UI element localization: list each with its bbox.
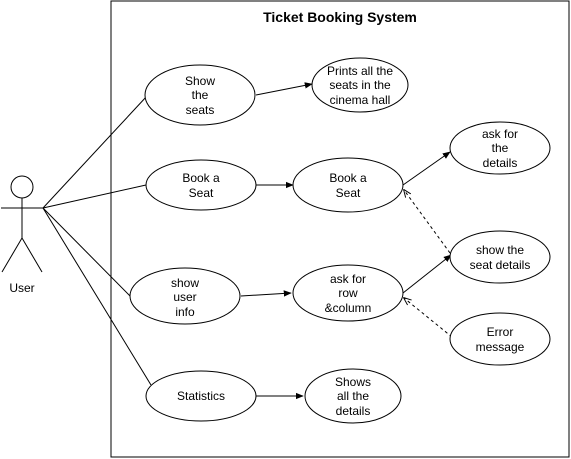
use-case-label-line: seat details: [470, 258, 531, 272]
use-case-book-seat-1: Book a Seat: [145, 159, 257, 211]
association-show-seats: [42, 95, 148, 209]
use-case-statistics: Statistics: [145, 370, 257, 422]
actor-head: [10, 175, 34, 199]
use-case-label-line: Book a: [182, 171, 220, 185]
use-case-show-user-info: show user info: [129, 267, 241, 325]
use-case-label-line: seats: [186, 103, 215, 117]
use-case-label-line: Shows: [335, 375, 371, 389]
actor-user: User: [1, 175, 43, 295]
use-case-label-line: the: [192, 88, 209, 102]
use-case-label-line: Book a: [329, 171, 367, 185]
dashed-error-to-ask-row: [404, 298, 453, 338]
use-case-label-line: &column: [325, 301, 372, 315]
use-case-label-line: ask for: [482, 127, 518, 141]
use-case-label-line: details: [336, 404, 371, 418]
arrow-show-info-to-ask-row: [240, 290, 292, 297]
use-case-book-seat-2: Book a Seat: [292, 157, 404, 213]
use-case-show-seat-details: show the seat details: [449, 230, 551, 284]
use-case-label-line: Seat: [189, 186, 214, 200]
use-case-label-line: show the: [476, 243, 524, 257]
use-case-label-line: cinema hall: [330, 93, 391, 107]
use-case-label-line: message: [476, 340, 525, 354]
association-show-user-info: [42, 207, 133, 299]
use-case-label-line: Show: [185, 74, 215, 88]
use-case-error-message: Error message: [449, 312, 551, 366]
use-case-show-seats: Show the seats: [144, 64, 256, 126]
system-title: Ticket Booking System: [263, 9, 417, 25]
use-case-label-line: the: [492, 141, 509, 155]
use-case-ask-row-column: ask for row &column: [292, 264, 404, 322]
use-case-label-line: all the: [337, 389, 369, 403]
actor-right-leg: [21, 237, 43, 273]
use-case-label-line: Statistics: [177, 389, 225, 403]
association-statistics: [42, 207, 152, 386]
arrow-show-seats-to-prints: [255, 82, 313, 96]
use-case-label-line: Prints all the: [327, 64, 393, 78]
use-case-prints-seats: Prints all the seats in the cinema hall: [311, 57, 409, 113]
use-case-label-line: Error: [487, 325, 514, 339]
use-case-label-line: user: [173, 290, 196, 304]
use-case-label-line: details: [483, 156, 518, 170]
use-case-label-line: row: [338, 286, 358, 300]
use-case-label-line: show: [171, 276, 199, 290]
association-book-seat: [42, 184, 147, 209]
use-case-label-line: seats in the: [329, 78, 391, 92]
use-case-shows-details: Shows all the details: [304, 368, 402, 424]
actor-label: User: [9, 281, 34, 295]
use-case-label-line: info: [175, 305, 195, 319]
use-case-ask-details: ask for the details: [449, 121, 551, 175]
arrow-book-seat-to-ask-details: [402, 151, 451, 186]
use-case-label-line: ask for: [330, 272, 366, 286]
use-case-label-line: Seat: [336, 186, 361, 200]
actor-left-leg: [1, 237, 23, 273]
arrow-ask-row-to-seat-details: [402, 254, 452, 294]
dashed-seat-details-to-book-seat: [404, 190, 451, 254]
